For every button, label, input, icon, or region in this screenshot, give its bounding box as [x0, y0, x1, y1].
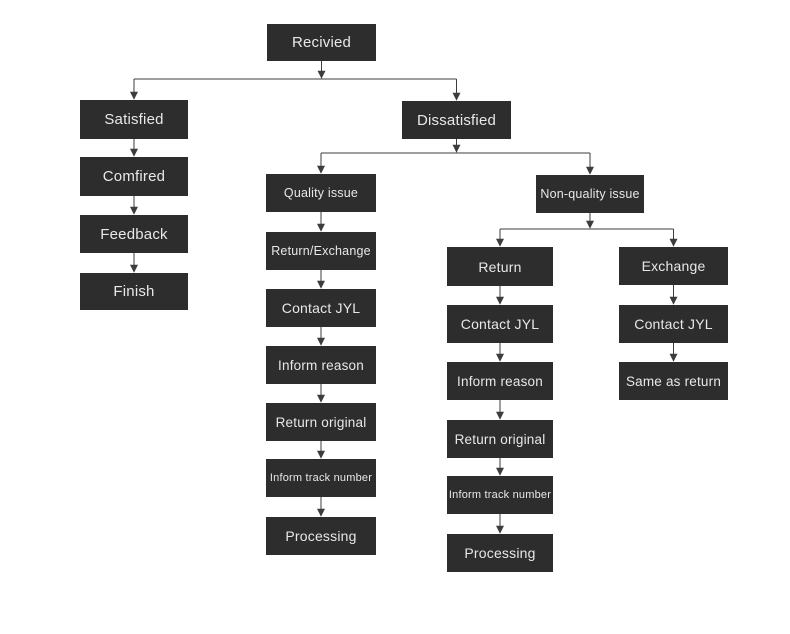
node-exchange-contact-jyl: Contact JYL	[619, 305, 728, 343]
node-quality-return-original: Return original	[266, 403, 376, 441]
node-return-processing: Processing	[447, 534, 553, 572]
node-quality-issue: Quality issue	[266, 174, 376, 212]
node-return: Return	[447, 247, 553, 286]
node-return-exchange: Return/Exchange	[266, 232, 376, 270]
node-comfired: Comfired	[80, 157, 188, 196]
node-return-inform-track-number: Inform track number	[447, 476, 553, 514]
node-non-quality-issue: Non-quality issue	[536, 175, 644, 213]
node-quality-inform-track-number: Inform track number	[266, 459, 376, 497]
node-return-contact-jyl: Contact JYL	[447, 305, 553, 343]
node-exchange: Exchange	[619, 247, 728, 285]
node-return-inform-reason: Inform reason	[447, 362, 553, 400]
node-quality-processing: Processing	[266, 517, 376, 555]
node-return-return-original: Return original	[447, 420, 553, 458]
node-feedback: Feedback	[80, 215, 188, 253]
node-quality-inform-reason: Inform reason	[266, 346, 376, 384]
node-quality-contact-jyl: Contact JYL	[266, 289, 376, 327]
node-received: Recivied	[267, 24, 376, 61]
node-exchange-same-as-return: Same as return	[619, 362, 728, 400]
node-dissatisfied: Dissatisfied	[402, 101, 511, 139]
node-satisfied: Satisfied	[80, 100, 188, 139]
node-finish: Finish	[80, 273, 188, 310]
